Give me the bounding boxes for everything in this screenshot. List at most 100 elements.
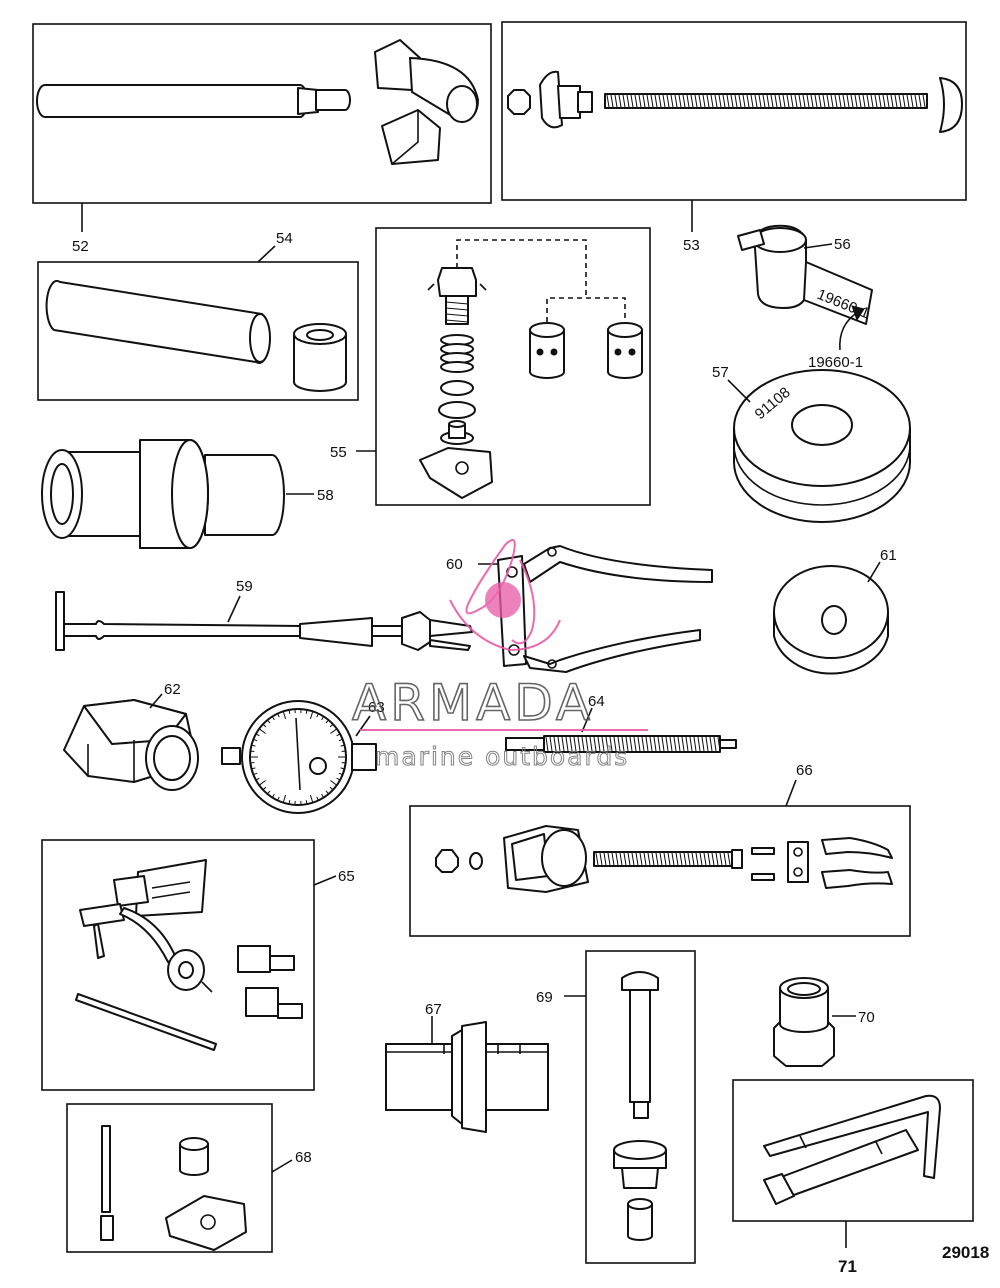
part-number-67: 67 [425, 1001, 442, 1018]
part-number-68: 68 [295, 1149, 312, 1166]
part-65-extension-a [237, 945, 295, 973]
part-number-60: 60 [446, 556, 463, 573]
part-52-box [32, 23, 492, 204]
part-70-group: 70 [773, 977, 875, 1067]
part-52-yoke-upper [374, 39, 479, 123]
part-58-group: 58 [41, 439, 334, 549]
part-55-dashed-links [456, 239, 626, 322]
part-69-bushing [613, 1140, 667, 1189]
part-number-64: 64 [588, 693, 605, 710]
part-60-group: 60 [446, 545, 713, 673]
part-55-sleeve-a [529, 322, 565, 379]
part-68-group: 68 [66, 1103, 312, 1253]
part-number-54: 54 [276, 230, 293, 247]
part-59-slide-hammer [55, 591, 473, 651]
watermark-tagline: marine outboards [375, 742, 629, 771]
part-54-tube [45, 279, 271, 365]
part-55-plate [419, 447, 493, 499]
part-58-adapter [41, 439, 285, 549]
part-number-52: 52 [72, 238, 89, 255]
part-63-dial-indicator [221, 700, 377, 814]
part-54-bushing [293, 323, 347, 392]
part-61-plate [773, 565, 889, 675]
part-53-threaded-rod [604, 93, 928, 109]
part-52-yoke-lower [381, 109, 441, 165]
part-number-62: 62 [164, 681, 181, 698]
figure-number: 29018 [942, 1243, 989, 1262]
part-66-box [409, 805, 911, 937]
part-56-clamp: 19660-1 [737, 224, 873, 325]
part-55-box [375, 227, 651, 506]
part-67-group: 67 [385, 1001, 549, 1133]
part-66-jaws [821, 837, 893, 889]
part-68-plate [165, 1195, 247, 1251]
part-66-washer [469, 852, 483, 870]
part-number-55: 55 [330, 444, 347, 461]
part-66-link [787, 841, 809, 883]
part-54-box [37, 261, 359, 401]
part-number-71: 71 [838, 1257, 857, 1276]
watermark: ARMADA marine outboards [351, 539, 648, 772]
part-66-pins [751, 847, 775, 881]
part-55-group: 55 [330, 227, 651, 506]
part-number-69: 69 [536, 989, 553, 1006]
part-65-box [41, 839, 315, 1091]
part-63-group: 63 [221, 699, 385, 814]
part-65-rod [75, 993, 217, 1051]
part-71-box [732, 1079, 974, 1222]
part-55-valve-body [427, 267, 487, 325]
part-60-pliers [497, 545, 713, 673]
part-number-63: 63 [368, 699, 385, 716]
part-71-wrench-upper [763, 1094, 941, 1179]
part-66-group: 66 [409, 762, 911, 937]
part-number-66: 66 [796, 762, 813, 779]
part-57-ring: 91108 [733, 369, 911, 523]
part-56-group: 19660-1 56 19660-1 [737, 224, 873, 371]
part-69-box [585, 950, 696, 1264]
part-52-group: 52 [32, 23, 492, 255]
part-number-53: 53 [683, 237, 700, 254]
part-55-plunger [440, 420, 474, 445]
part-number-58: 58 [317, 487, 334, 504]
part-64-group: 64 [505, 693, 737, 753]
part-65-extension-b [245, 987, 303, 1019]
part-55-sleeve-b [607, 322, 643, 379]
part-55-washer [440, 380, 474, 396]
part-66-screw [593, 849, 743, 869]
part-68-pin [100, 1215, 114, 1241]
part-64-threaded-adapter [505, 735, 737, 753]
part-number-70: 70 [858, 1009, 875, 1026]
part-number-59: 59 [236, 578, 253, 595]
watermark-brand: ARMADA [352, 674, 594, 732]
part-68-sleeve [179, 1137, 209, 1176]
part-71-group: 71 [732, 1079, 974, 1276]
part-53-group: 53 [501, 21, 967, 254]
part-61-group: 61 [773, 547, 897, 675]
part-71-wrench-lower [763, 1129, 919, 1205]
part-53-box [501, 21, 967, 201]
part-59-group: 59 [55, 578, 473, 651]
part-66-nut [435, 849, 459, 873]
part-53-nut [507, 89, 531, 115]
part-65-group: 65 [41, 839, 355, 1091]
part-66-puller-body [503, 825, 589, 893]
part-56-callout: 19660-1 [808, 354, 863, 371]
part-69-driver [621, 971, 659, 1119]
part-68-stud [101, 1125, 111, 1213]
part-53-cup-end [939, 77, 963, 133]
part-65-bracket [79, 859, 213, 993]
part-70-bearing-cup [773, 977, 835, 1067]
part-62-hex-socket [63, 699, 199, 791]
part-55-spring [440, 334, 474, 373]
part-number-65: 65 [338, 868, 355, 885]
part-54-group: 54 [37, 230, 359, 401]
part-68-box [66, 1103, 273, 1253]
part-55-seal [438, 401, 476, 419]
watermark-logo-icon [449, 539, 561, 652]
part-number-57: 57 [712, 364, 729, 381]
part-number-56: 56 [834, 236, 851, 253]
part-67-coupler [385, 1021, 549, 1133]
part-number-61: 61 [880, 547, 897, 564]
